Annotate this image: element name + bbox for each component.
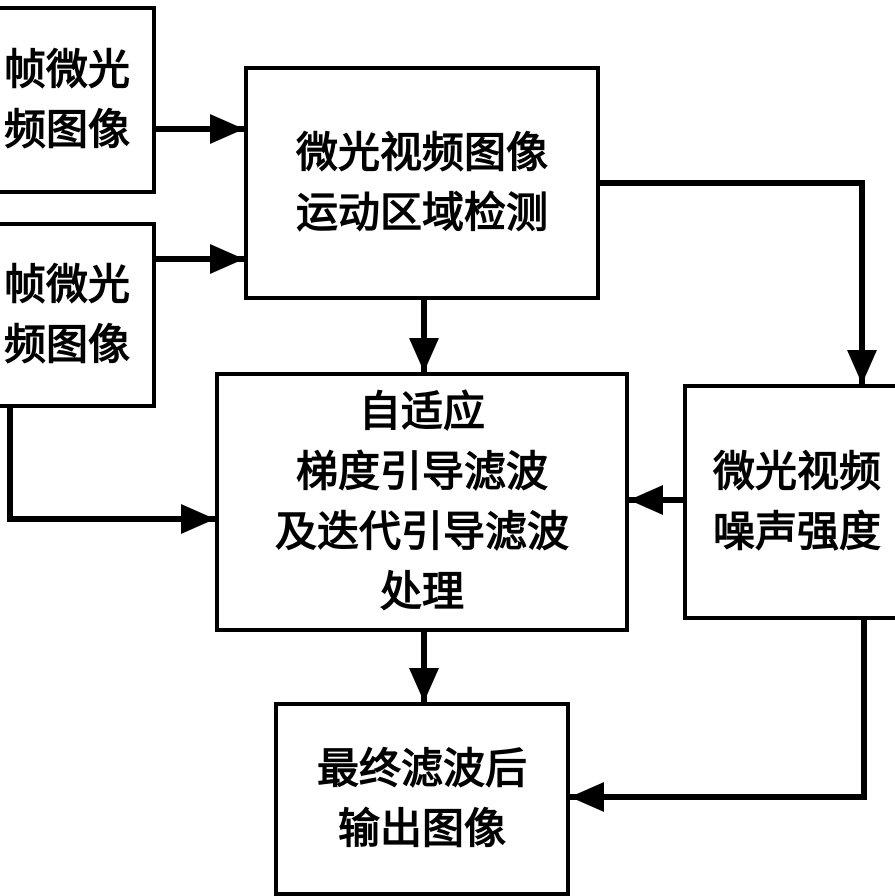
noise-estimation-box: 微光视频 噪声强度 (683, 384, 895, 620)
edge-noise-to-output (570, 620, 867, 812)
frame-1-input-box: 帧微光 频图像 (0, 6, 156, 194)
frame-1-line-1: 帧微光 (3, 45, 130, 94)
guided-filter-line-4: 处理 (379, 567, 464, 616)
guided-filter-box: 自适应 梯度引导滤波 及迭代引导滤波 处理 (215, 372, 629, 632)
motion-detection-box: 微光视频图像 运动区域检测 (244, 66, 600, 300)
final-output-line-2: 输出图像 (337, 804, 506, 853)
guided-filter-line-1: 自适应 (358, 387, 485, 436)
edge-frame-2-to-guided (7, 408, 215, 534)
motion-detection-line-2: 运动区域检测 (295, 188, 548, 237)
motion-detection-line-1: 微光视频图像 (295, 128, 548, 177)
frame-2-input-box: 帧微光 频图像 (0, 222, 156, 408)
frame-2-line-1: 帧微光 (3, 260, 130, 309)
final-output-line-1: 最终滤波后 (316, 744, 527, 793)
frame-2-line-2: 频图像 (3, 320, 130, 369)
frame-1-line-2: 频图像 (3, 105, 130, 154)
noise-estimation-line-1: 微光视频 (713, 447, 882, 496)
guided-filter-line-2: 梯度引导滤波 (295, 447, 548, 496)
guided-filter-line-3: 及迭代引导滤波 (274, 507, 569, 556)
edge-motion-to-noise (600, 180, 877, 384)
final-output-box: 最终滤波后 输出图像 (274, 702, 570, 896)
noise-estimation-line-2: 噪声强度 (713, 507, 882, 556)
